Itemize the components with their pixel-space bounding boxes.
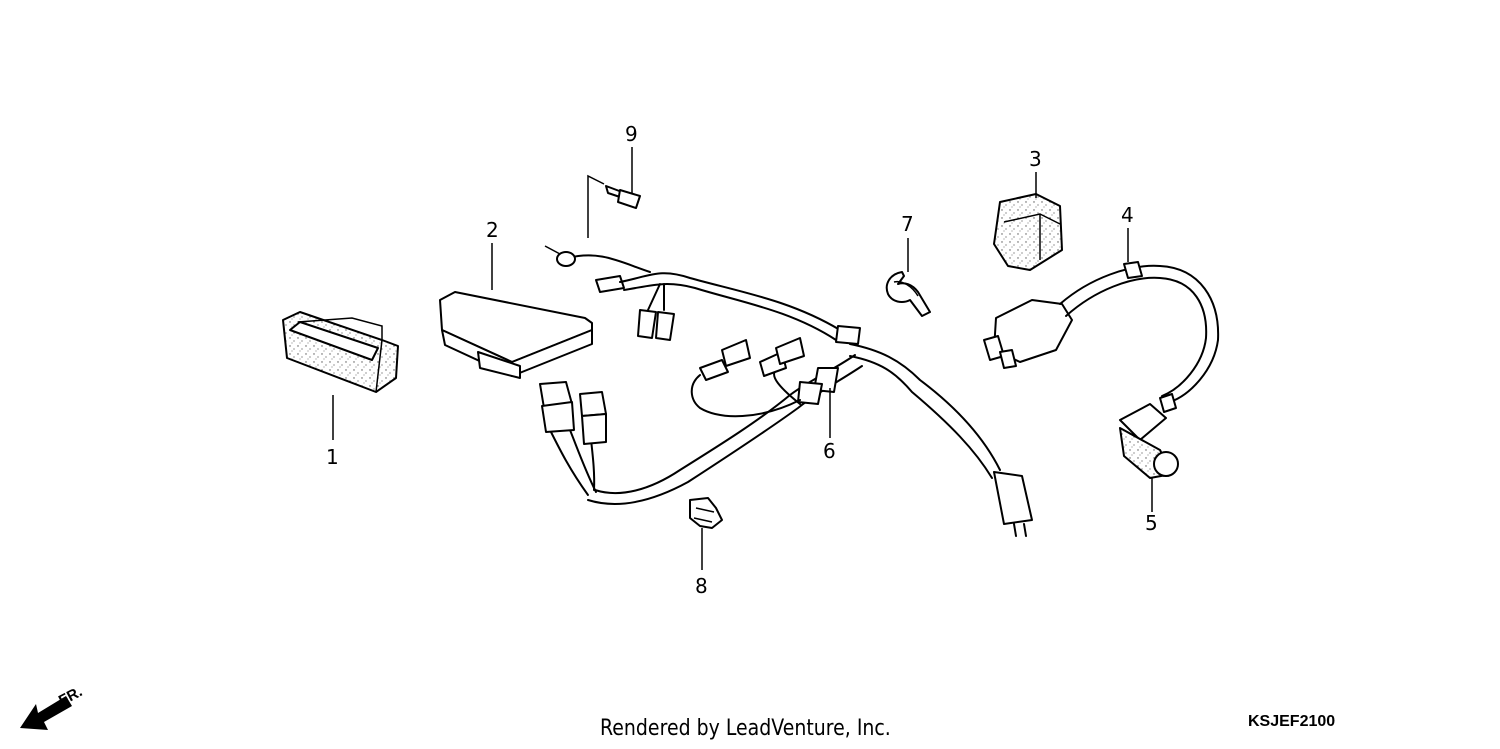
callout-6: 6: [823, 439, 836, 463]
part-8-clamp[interactable]: [689, 497, 723, 529]
callout-7: 7: [901, 212, 914, 236]
callout-8: 8: [695, 574, 708, 598]
callout-9: 9: [625, 122, 638, 146]
part-2-cdi-unit[interactable]: [439, 291, 593, 379]
callout-5: 5: [1145, 511, 1158, 535]
diagram-code: KSJEF2100: [1248, 713, 1336, 730]
leader-9-tick: [544, 245, 561, 255]
leader-9-branch: [587, 174, 605, 238]
part-9-bolt[interactable]: [605, 185, 641, 209]
callout-1: 1: [326, 445, 339, 469]
footer-credit: Rendered by LeadVenture, Inc.: [600, 716, 891, 741]
part-6-wire-harness[interactable]: [539, 251, 1033, 537]
part-5-plug-cap[interactable]: [1119, 393, 1179, 479]
part-4-ignition-coil[interactable]: [983, 261, 1220, 403]
callout-4: 4: [1121, 203, 1134, 227]
part-1-connector-cover[interactable]: [282, 311, 399, 393]
part-3-coil-cover[interactable]: [993, 193, 1063, 271]
part-7-harness-clamp[interactable]: [885, 271, 931, 317]
front-arrow-icon: FR.: [20, 683, 85, 730]
callout-3: 3: [1029, 147, 1042, 171]
callout-2: 2: [486, 218, 499, 242]
